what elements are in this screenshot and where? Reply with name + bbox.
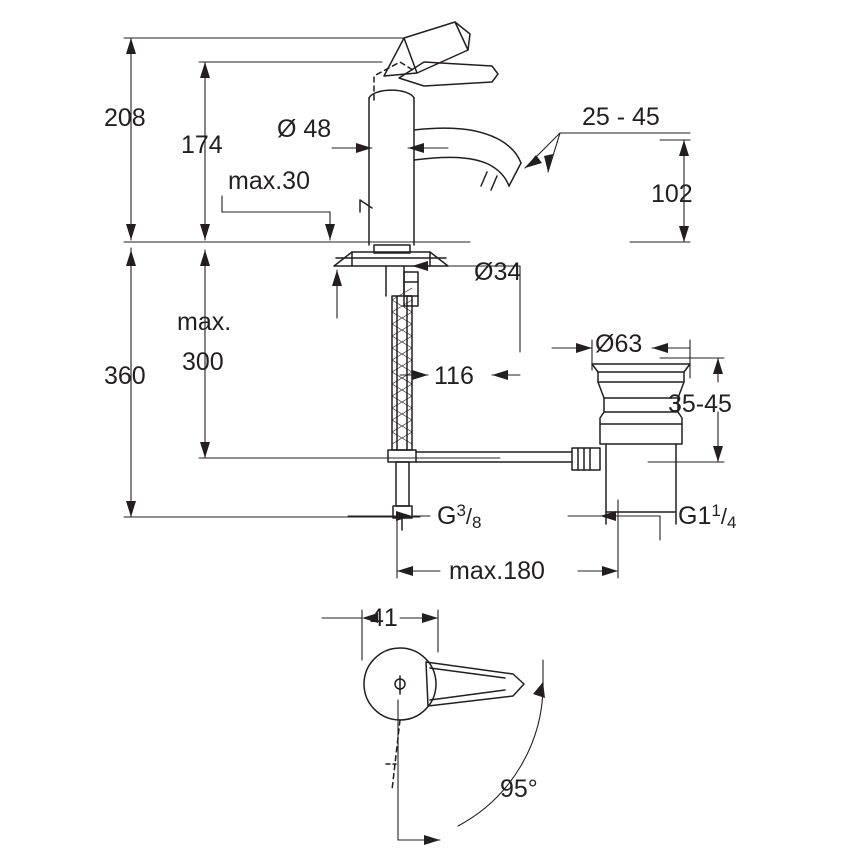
label-thread-g114: G11/4 [678, 501, 737, 532]
label-max-text: max. [177, 308, 232, 336]
label-diameter-48: Ø 48 [277, 115, 332, 143]
label-angle-95: 95° [500, 775, 538, 803]
label-height-208: 208 [104, 104, 146, 132]
label-thread-g114-numerator: 1 [711, 501, 721, 520]
label-thread-g114-prefix: G1 [678, 502, 712, 530]
label-range-35-45: 35-45 [668, 390, 732, 418]
label-diameter-34: Ø34 [474, 258, 522, 286]
label-max-180: max.180 [449, 557, 545, 585]
label-height-174: 174 [181, 131, 223, 159]
label-thread-g38-denominator: 8 [472, 513, 482, 532]
label-height-360: 360 [104, 362, 146, 390]
label-max-30: max.30 [228, 167, 310, 195]
label-height-102: 102 [651, 180, 693, 208]
label-width-116: 116 [434, 362, 474, 390]
label-max-300: 300 [182, 348, 224, 376]
label-thread-g38: G3/8 [437, 501, 482, 532]
label-width-41: 41 [370, 604, 398, 632]
label-range-25-45: 25 - 45 [582, 103, 660, 131]
label-thread-g114-denominator: 4 [726, 513, 737, 532]
label-thread-g38-prefix: G [437, 502, 457, 530]
label-thread-g38-numerator: 3 [456, 501, 466, 520]
label-diameter-63: Ø63 [595, 330, 643, 358]
